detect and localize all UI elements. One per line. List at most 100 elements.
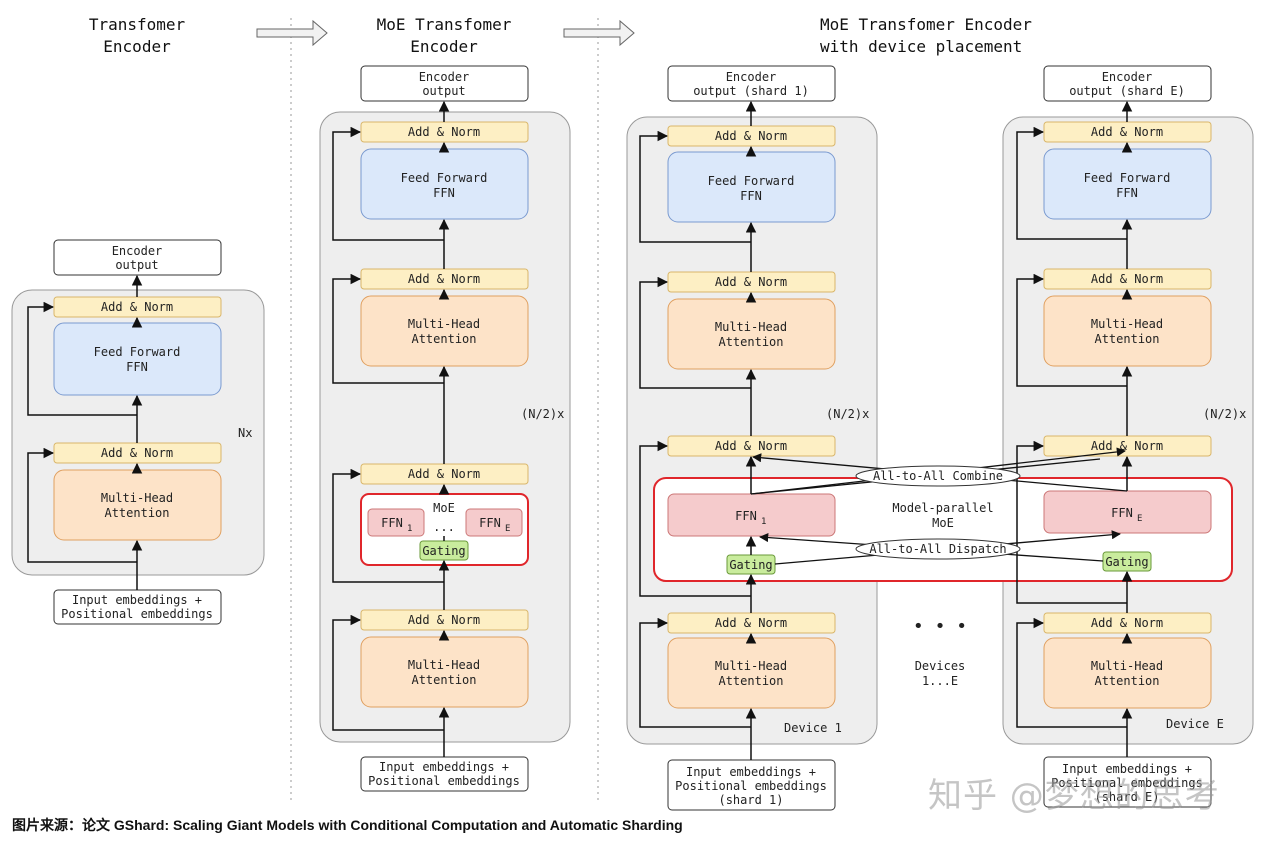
d1-attention2-box [667, 637, 836, 709]
d1-add-norm-1-label: Add & Norm [715, 129, 787, 143]
encoder-output-line1: Encoder [112, 244, 163, 258]
moe-ffn-line2: FFN [433, 186, 455, 200]
d1-input-line3: (shard 1) [718, 793, 783, 807]
de-attention2-line1: Multi-Head [1091, 659, 1163, 673]
combine-label: All-to-All Combine [873, 469, 1003, 483]
de-output-line1: Encoder [1102, 70, 1153, 84]
dispatch-label: All-to-All Dispatch [869, 542, 1006, 556]
d1-add-norm-2-label: Add & Norm [715, 275, 787, 289]
moe-repeat-label: (N/2)x [521, 407, 564, 421]
d1-add-norm-3-label: Add & Norm [715, 439, 787, 453]
moe-column: Encoder output Add & Norm Feed Forward F… [319, 65, 571, 792]
flow-arrow-2 [563, 19, 635, 47]
d1-attention-line2: Attention [718, 335, 783, 349]
moe-attention-box [360, 295, 529, 367]
moe-layer-label: MoE [433, 501, 455, 515]
moe-add-norm-2-label: Add & Norm [408, 272, 480, 286]
moe-ffn-line1: Feed Forward [401, 171, 488, 185]
moe-expert-ffn1 [367, 508, 425, 537]
moe-expert-ffne-label: FFN [479, 516, 501, 530]
de-attention-line1: Multi-Head [1091, 317, 1163, 331]
watermark: 知乎 @梦想的思考 [928, 776, 1220, 816]
encoder-attention-line2: Attention [104, 506, 169, 520]
de-expert-sub: E [1137, 514, 1142, 524]
d1-ffn-line1: Feed Forward [708, 174, 795, 188]
de-device-label: Device E [1166, 717, 1224, 731]
d1-repeat-label: (N/2)x [826, 407, 869, 421]
moe-attention-line2: Attention [411, 332, 476, 346]
de-input-line2: Positional embeddings [1051, 776, 1203, 790]
de-add-norm-2-label: Add & Norm [1091, 272, 1163, 286]
encoder-add-norm-bottom-label: Add & Norm [101, 446, 173, 460]
de-attention2-line2: Attention [1094, 674, 1159, 688]
de-ffn-line2: FFN [1116, 186, 1138, 200]
de-attention-line2: Attention [1094, 332, 1159, 346]
moe-expert-ffn1-label: FFN [381, 516, 403, 530]
d1-input-line2: Positional embeddings [675, 779, 827, 793]
de-output-line2: output (shard E) [1069, 84, 1185, 98]
d1-expert-label: FFN [735, 509, 757, 523]
moe-expert-ffne [465, 508, 523, 537]
moe-title-2: Encoder [410, 37, 478, 56]
encoder-attention-box [53, 469, 222, 541]
d1-attention-box [667, 298, 836, 370]
encoder-title-2: Encoder [103, 37, 171, 56]
dispatch-ellipse [855, 538, 1021, 560]
d1-add-norm-4-label: Add & Norm [715, 616, 787, 630]
moe-attention-line1: Multi-Head [408, 317, 480, 331]
d1-input-line1: Input embeddings + [686, 765, 816, 779]
device-column: Encoder output (shard 1) Add & Norm Feed… [626, 65, 1254, 811]
de-expert-label: FFN [1111, 506, 1133, 520]
d1-output-line1: Encoder [726, 70, 777, 84]
encoder-title: Transfomer [89, 15, 186, 34]
moe-input-line2: Positional embeddings [368, 774, 520, 788]
moe-attention2-box [360, 636, 529, 708]
moe-attention2-line2: Attention [411, 673, 476, 687]
moe-add-norm-4-label: Add & Norm [408, 613, 480, 627]
de-gating-label: Gating [1105, 555, 1148, 569]
device-title-2: with device placement [820, 37, 1022, 56]
model-parallel-line1: Model-parallel [892, 501, 993, 515]
de-attention-box [1043, 295, 1212, 367]
moe-add-norm-3-label: Add & Norm [408, 467, 480, 481]
encoder-input-line2: Positional embeddings [61, 607, 213, 621]
d1-attention2-line1: Multi-Head [715, 659, 787, 673]
combine-ellipse [855, 465, 1021, 487]
moe-expert-ffne-sub: E [505, 524, 510, 534]
de-input-line3: (shard E) [1094, 790, 1159, 804]
encoder-repeat-label: Nx [238, 426, 252, 440]
de-input-line1: Input embeddings + [1062, 762, 1192, 776]
moe-title: MoE Transfomer [377, 15, 512, 34]
devices-line1: Devices [915, 659, 966, 673]
moe-input-line1: Input embeddings + [379, 760, 509, 774]
figure-caption: 图片来源：论文 GShard: Scaling Giant Models wit… [12, 817, 683, 833]
encoder-add-norm-top-label: Add & Norm [101, 300, 173, 314]
encoder-column: Encoder output Add & Norm Feed Forward F… [11, 239, 265, 625]
de-attention2-box [1043, 637, 1212, 709]
moe-attention2-line1: Multi-Head [408, 658, 480, 672]
moe-ellipsis: ... [433, 520, 455, 534]
encoder-output-line2: output [115, 258, 158, 272]
moe-gating-label: Gating [422, 544, 465, 558]
encoder-ffn-line1: Feed Forward [94, 345, 181, 359]
de-ffn-line1: Feed Forward [1084, 171, 1171, 185]
moe-add-norm-1-label: Add & Norm [408, 125, 480, 139]
d1-gating-label: Gating [729, 558, 772, 572]
encoder-input-line1: Input embeddings + [72, 593, 202, 607]
d1-expert-sub: 1 [761, 517, 766, 527]
devices-line2: 1...E [922, 674, 958, 688]
d1-ffn-line2: FFN [740, 189, 762, 203]
d1-attention2-line2: Attention [718, 674, 783, 688]
d1-attention-line1: Multi-Head [715, 320, 787, 334]
de-repeat-label: (N/2)x [1203, 407, 1246, 421]
encoder-attention-line1: Multi-Head [101, 491, 173, 505]
encoder-ffn-box [53, 322, 222, 396]
encoder-ffn-line2: FFN [126, 360, 148, 374]
device-title: MoE Transfomer Encoder [820, 15, 1032, 34]
d1-output-line2: output (shard 1) [693, 84, 809, 98]
moe-expert-ffn1-sub: 1 [407, 524, 412, 534]
flow-arrow-1 [256, 19, 328, 47]
de-add-norm-3-label: Add & Norm [1091, 439, 1163, 453]
d1-device-label: Device 1 [784, 721, 842, 735]
